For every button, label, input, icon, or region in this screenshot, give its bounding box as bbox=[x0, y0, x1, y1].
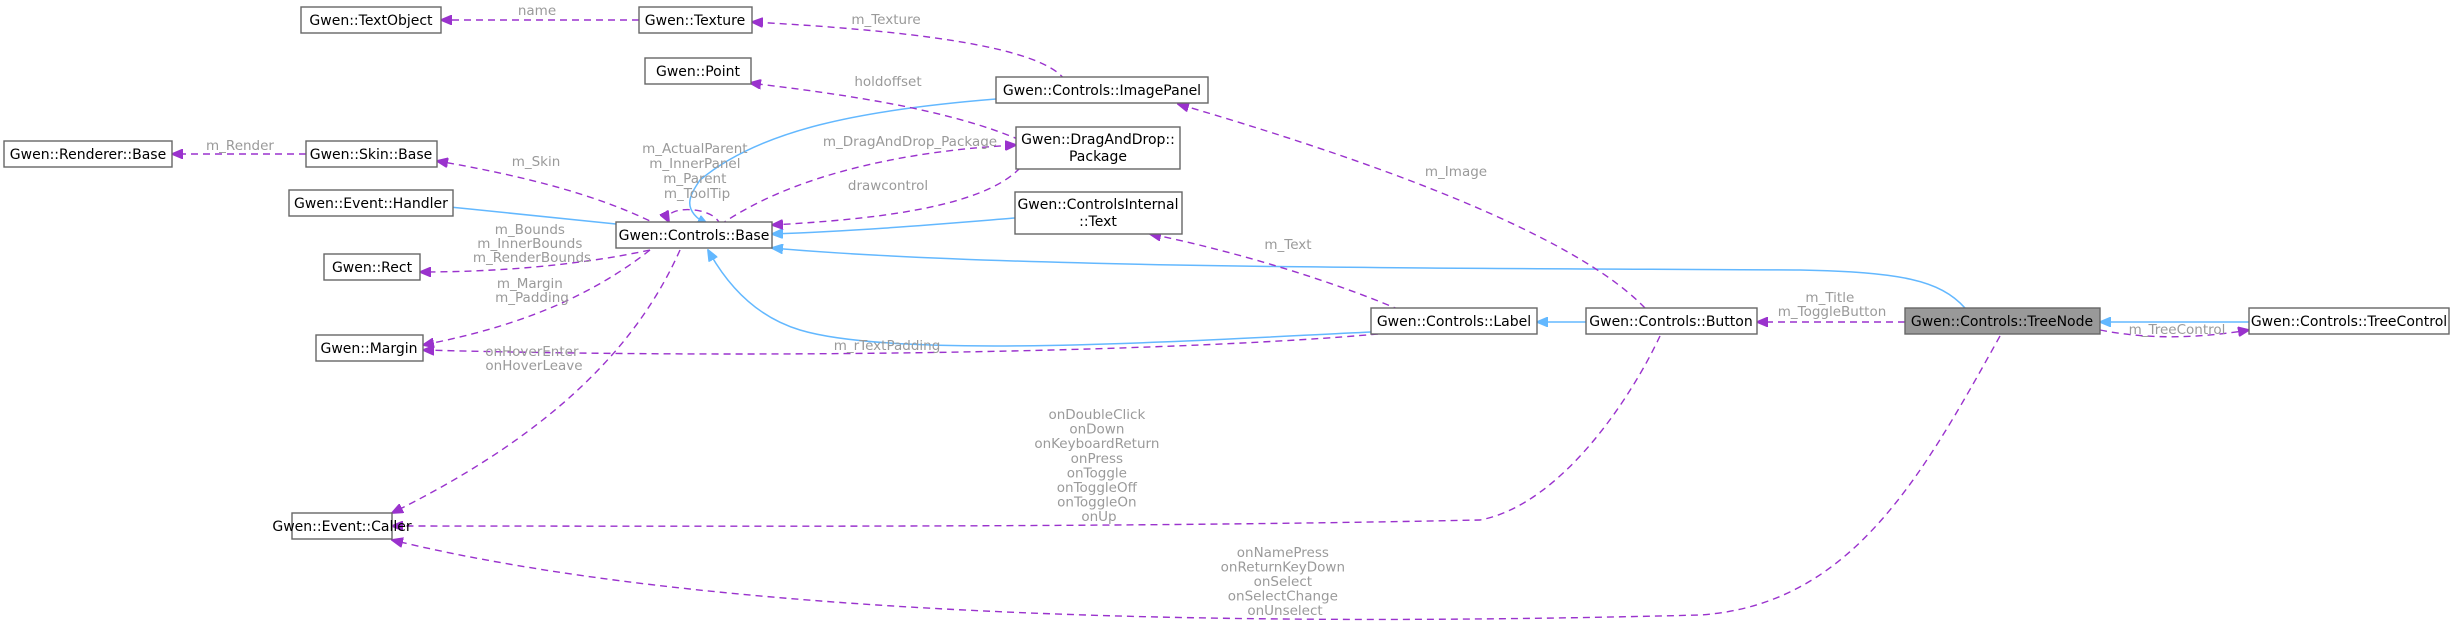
edge-label-m-skin: m_Skin bbox=[512, 154, 561, 170]
edge-labels: name m_Texture holdoffset m_Render m_Ski… bbox=[206, 3, 2225, 619]
edge-label-button-events: onDoubleClick onDown onKeyboardReturn on… bbox=[1034, 407, 1163, 525]
edge-label-text-padding: m_rTextPadding bbox=[834, 338, 941, 354]
node-dnd-package[interactable]: Gwen::DragAndDrop:: Package bbox=[1015, 126, 1181, 170]
svg-text:Package: Package bbox=[1069, 149, 1127, 165]
edges bbox=[172, 20, 2249, 621]
svg-text:Gwen::Event::Handler: Gwen::Event::Handler bbox=[294, 196, 448, 212]
edge-label-m-dragdrop: m_DragAndDrop_Package bbox=[823, 134, 997, 150]
edge-label-drawcontrol: drawcontrol bbox=[848, 178, 928, 194]
edge-controlsinternal-text-to-base bbox=[772, 217, 1016, 234]
svg-text:Gwen::Controls::TreeControl: Gwen::Controls::TreeControl bbox=[2251, 314, 2447, 330]
node-renderer-base[interactable]: Gwen::Renderer::Base bbox=[3, 140, 173, 168]
edge-label-m-image: m_Image bbox=[1425, 164, 1487, 180]
edge-package-to-point bbox=[750, 83, 1021, 141]
edge-label-bounds: m_Bounds m_InnerBounds m_RenderBounds bbox=[473, 222, 591, 266]
node-controls-internal-text[interactable]: Gwen::ControlsInternal ::Text bbox=[1014, 191, 1183, 235]
edge-base-self-refs bbox=[668, 208, 721, 226]
svg-text:Gwen::Rect: Gwen::Rect bbox=[332, 260, 413, 276]
edge-base-to-caller bbox=[392, 249, 681, 513]
node-rect[interactable]: Gwen::Rect bbox=[323, 253, 421, 281]
svg-text:Gwen::ControlsInternal: Gwen::ControlsInternal bbox=[1017, 197, 1178, 213]
node-point[interactable]: Gwen::Point bbox=[644, 57, 752, 85]
edge-label-holdoffset: holdoffset bbox=[854, 74, 921, 90]
svg-text:Gwen::Texture: Gwen::Texture bbox=[645, 13, 745, 29]
svg-text:Gwen::Controls::Label: Gwen::Controls::Label bbox=[1377, 314, 1531, 330]
node-event-handler[interactable]: Gwen::Event::Handler bbox=[288, 189, 454, 217]
edge-treenode-to-caller bbox=[392, 335, 2001, 621]
edge-label-tree-control: m_TreeControl bbox=[2129, 322, 2226, 338]
edge-label-name: name bbox=[518, 3, 556, 19]
svg-text:Gwen::Point: Gwen::Point bbox=[656, 64, 740, 80]
edge-treenode-to-treecontrol bbox=[2099, 330, 2249, 338]
node-text-object[interactable]: Gwen::TextObject bbox=[300, 6, 442, 34]
edge-label-m-render: m_Render bbox=[206, 138, 274, 154]
edge-label-treenode-events: onNamePress onReturnKeyDown onSelect onS… bbox=[1221, 545, 1350, 619]
edge-base-to-margin bbox=[423, 249, 651, 345]
svg-text:Gwen::Controls::Base: Gwen::Controls::Base bbox=[619, 228, 770, 244]
edge-imagepanel-to-texture bbox=[752, 22, 1066, 81]
edge-label-m-text: m_Text bbox=[1264, 237, 1311, 253]
node-tree-node[interactable]: Gwen::Controls::TreeNode bbox=[1904, 307, 2101, 335]
edge-base-to-rect bbox=[420, 249, 651, 272]
node-skin-base[interactable]: Gwen::Skin::Base bbox=[305, 140, 438, 168]
svg-text:Gwen::Renderer::Base: Gwen::Renderer::Base bbox=[10, 147, 166, 163]
node-texture[interactable]: Gwen::Texture bbox=[638, 6, 753, 34]
node-button[interactable]: Gwen::Controls::Button bbox=[1585, 307, 1758, 335]
edge-label-hover: onHoverEnter onHoverLeave bbox=[485, 344, 583, 374]
svg-text:Gwen::Controls::ImagePanel: Gwen::Controls::ImagePanel bbox=[1003, 83, 1201, 99]
edge-button-to-imagepanel bbox=[1178, 104, 1646, 309]
edge-imagepanel-to-base bbox=[689, 98, 997, 225]
node-tree-control[interactable]: Gwen::Controls::TreeControl bbox=[2248, 307, 2450, 335]
svg-text:Gwen::TextObject: Gwen::TextObject bbox=[309, 13, 433, 29]
node-image-panel[interactable]: Gwen::Controls::ImagePanel bbox=[995, 76, 1209, 104]
edge-base-to-skinbase bbox=[437, 161, 661, 227]
edge-label-to-base bbox=[708, 250, 1372, 347]
node-margin[interactable]: Gwen::Margin bbox=[315, 334, 424, 362]
nodes: Gwen::TextObject Gwen::Texture Gwen::Poi… bbox=[3, 6, 2450, 540]
svg-text:Gwen::DragAndDrop::: Gwen::DragAndDrop:: bbox=[1021, 132, 1175, 148]
edge-base-to-package bbox=[719, 145, 1016, 226]
edge-label-m-texture: m_Texture bbox=[851, 12, 920, 28]
svg-text:Gwen::Margin: Gwen::Margin bbox=[320, 341, 417, 357]
svg-text:Gwen::Controls::TreeNode: Gwen::Controls::TreeNode bbox=[1911, 314, 2093, 330]
node-controls-base[interactable]: Gwen::Controls::Base bbox=[615, 221, 773, 249]
svg-text:::Text: ::Text bbox=[1079, 214, 1117, 230]
edge-treenode-to-base bbox=[772, 248, 1966, 309]
node-label[interactable]: Gwen::Controls::Label bbox=[1370, 307, 1538, 335]
edge-label-to-controlsinternal-text bbox=[1150, 234, 1401, 311]
edge-package-to-base bbox=[772, 167, 1021, 225]
node-event-caller[interactable]: Gwen::Event::Caller bbox=[272, 512, 412, 540]
svg-text:Gwen::Skin::Base: Gwen::Skin::Base bbox=[310, 147, 433, 163]
edge-button-to-caller bbox=[392, 335, 1661, 526]
svg-text:Gwen::Event::Caller: Gwen::Event::Caller bbox=[272, 519, 412, 535]
edge-label-self-refs: m_ActualParent m_InnerPanel m_Parent m_T… bbox=[642, 141, 752, 202]
edge-label-title-toggle: m_Title m_ToggleButton bbox=[1778, 290, 1887, 320]
edge-label-margin-padding: m_Margin m_Padding bbox=[495, 276, 569, 306]
svg-text:Gwen::Controls::Button: Gwen::Controls::Button bbox=[1589, 314, 1752, 330]
